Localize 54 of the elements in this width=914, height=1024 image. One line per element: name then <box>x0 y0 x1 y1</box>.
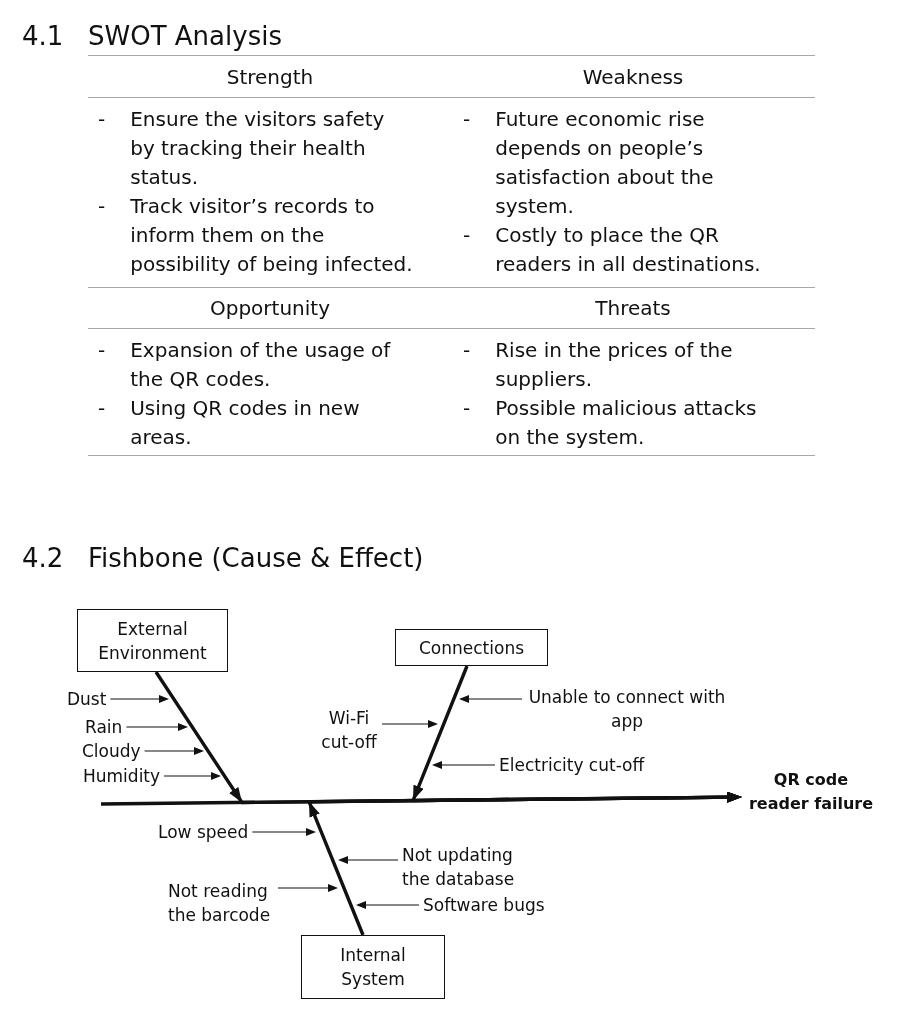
effect-label: QR code reader failure <box>742 768 880 816</box>
list-item: Expansion of the usage of the QR codes. <box>130 337 392 393</box>
list-bullet: - <box>98 106 106 133</box>
section-number: 4.1 <box>22 20 64 52</box>
list-item: Future economic rise depends on people’s satisfaction about the system. <box>495 106 715 220</box>
category-box <box>395 629 548 666</box>
cause-arrow <box>277 884 338 892</box>
spine-arrow <box>101 791 742 806</box>
cause-label: Software bugs <box>419 895 549 915</box>
list-item: Costly to place the QR readers in all destinations. <box>495 222 762 278</box>
list-item: Possible malicious attacks on the system. <box>495 395 758 451</box>
section-heading: SWOT Analysis <box>88 20 282 52</box>
cause-label: Low speed <box>154 822 253 842</box>
column-heading: Threats <box>595 295 671 322</box>
list-item: Track visitor’s records to inform them on the possibility of being infected. <box>130 193 414 278</box>
list-bullet: - <box>98 337 106 364</box>
cause-label: Rain <box>81 717 127 737</box>
cause-label: Unable to connect with app <box>522 685 732 733</box>
list-bullet: - <box>98 193 106 220</box>
cause-arrow <box>432 761 496 769</box>
list-item: Rise in the prices of the suppliers. <box>495 337 734 393</box>
cause-label: Electricity cut-off <box>495 755 649 775</box>
cause-arrow <box>381 720 438 728</box>
cause-label: Wi-Fi cut-off <box>316 706 382 754</box>
list-item: Ensure the visitors safety by tracking their health status. <box>130 106 386 191</box>
category-label: Internal System <box>339 944 407 991</box>
list-bullet: - <box>463 395 471 422</box>
column-heading: Weakness <box>582 64 684 91</box>
cause-arrow <box>356 901 420 909</box>
list-bullet: - <box>98 395 106 422</box>
cause-label: Dust <box>63 689 111 709</box>
cause-arrow <box>144 747 204 755</box>
section-number: 4.2 <box>22 542 64 574</box>
cause-arrow <box>459 695 523 703</box>
cause-arrow <box>109 695 169 703</box>
cause-arrow <box>338 856 399 864</box>
list-bullet: - <box>463 106 471 133</box>
category-label: Connections <box>418 636 524 660</box>
list-item: Using QR codes in new areas. <box>130 395 361 451</box>
list-bullet: - <box>463 222 471 249</box>
cause-label: Not updating the database <box>398 843 522 891</box>
cause-label: Humidity <box>79 766 165 786</box>
cause-label: Not reading the barcode <box>164 879 278 927</box>
column-heading: Opportunity <box>210 295 330 322</box>
category-box <box>301 935 445 999</box>
cause-label: Cloudy <box>78 741 145 761</box>
cause-arrow <box>125 723 188 731</box>
section-heading: Fishbone (Cause & Effect) <box>88 542 424 574</box>
list-bullet: - <box>463 337 471 364</box>
cause-arrow <box>251 828 316 836</box>
cause-arrow <box>163 772 221 780</box>
category-box <box>77 609 228 672</box>
category-label: External Environment <box>97 617 208 665</box>
column-heading: Strength <box>226 64 314 91</box>
